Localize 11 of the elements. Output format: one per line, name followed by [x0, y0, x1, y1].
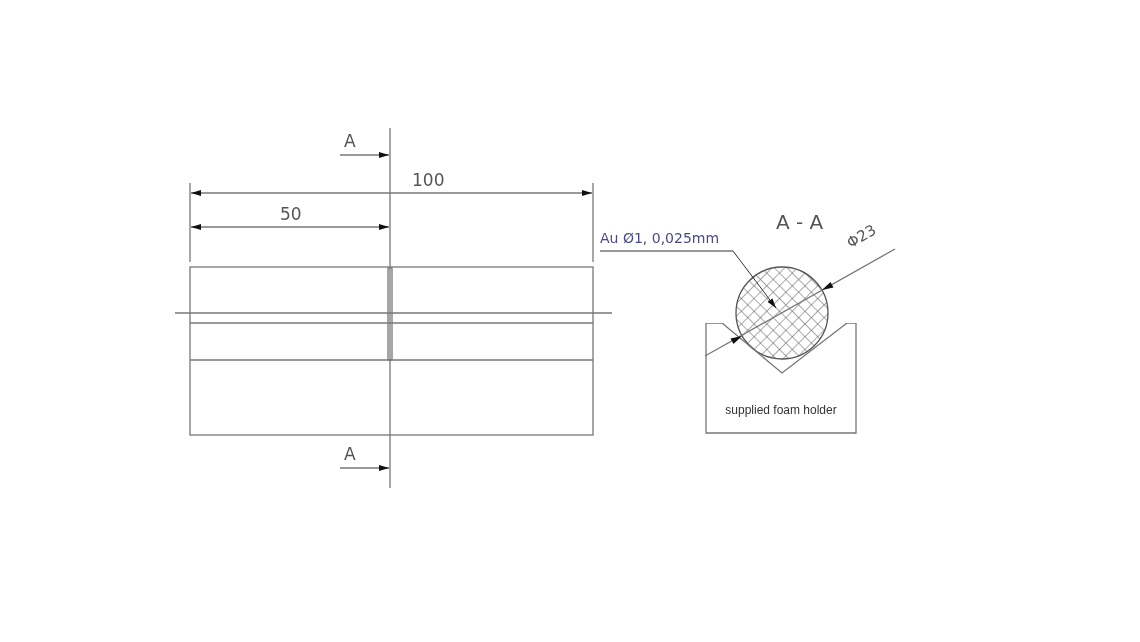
leader-line [599, 250, 777, 309]
dimension-text: 50 [280, 206, 302, 223]
section-letter: A [344, 133, 356, 150]
section-title: A - A [776, 212, 824, 232]
dimension-text: 100 [412, 172, 445, 189]
section-letter: A [344, 446, 356, 463]
dimension-text: Φ23 [844, 222, 879, 251]
cross-section-circle [735, 266, 829, 360]
holder-label: supplied foam holder [724, 403, 838, 417]
leader-text: Au Ø1, 0,025mm [600, 231, 720, 245]
foam-holder [705, 323, 857, 434]
